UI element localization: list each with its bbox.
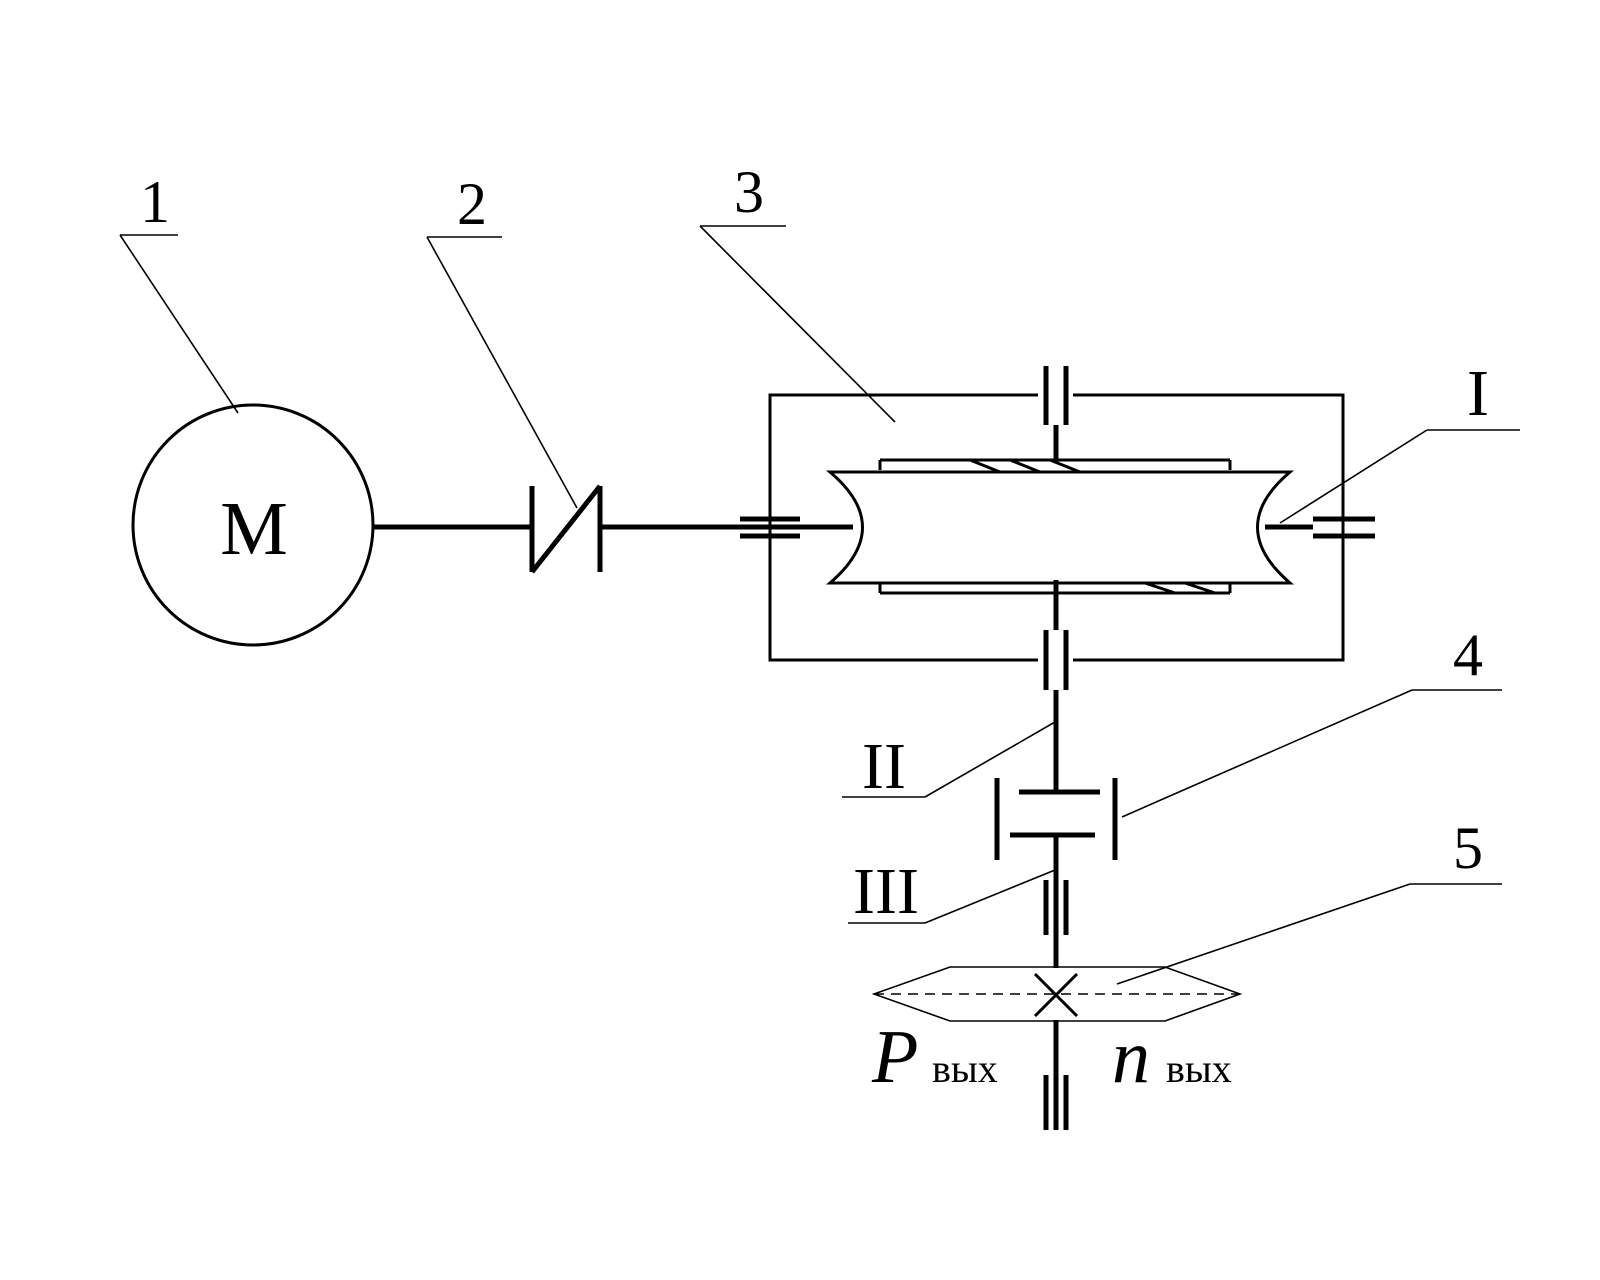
callout-1: 1 <box>140 169 170 235</box>
electric-motor: M <box>131 403 375 647</box>
output-power-label: P вых <box>871 1015 998 1099</box>
worm <box>825 470 1313 585</box>
coupling <box>529 484 603 574</box>
bearing-bottom <box>1043 630 1069 690</box>
shaft-label-I: I <box>1467 357 1489 430</box>
shaft-label-II: II <box>862 730 906 803</box>
speed-symbol: n <box>1112 1015 1150 1099</box>
power-symbol: P <box>871 1015 918 1099</box>
gearbox-housing <box>768 393 1345 662</box>
bearing-left <box>740 516 800 539</box>
output-sprocket <box>871 966 1243 1022</box>
speed-subscript: вых <box>1166 1046 1232 1091</box>
leader-lines <box>119 225 1520 985</box>
bearing-right <box>1313 516 1375 539</box>
shaft-labels: I II III <box>853 357 1489 928</box>
bearing-shaft-bottom <box>1043 1075 1069 1130</box>
callout-3: 3 <box>734 159 764 225</box>
bearing-shaft-middle <box>1043 880 1069 935</box>
worm-wheel-rim <box>878 458 1232 595</box>
callout-numbers: 1 2 3 4 5 <box>140 159 1483 881</box>
output-speed-label: n вых <box>1112 1015 1232 1099</box>
power-subscript: вых <box>932 1046 998 1091</box>
motor-symbol: M <box>220 487 288 571</box>
callout-2: 2 <box>457 171 487 237</box>
shaft-label-III: III <box>853 855 919 928</box>
callout-5: 5 <box>1453 815 1483 881</box>
clutch <box>994 778 1118 860</box>
bearing-top <box>1043 366 1069 425</box>
callout-4: 4 <box>1453 622 1483 688</box>
